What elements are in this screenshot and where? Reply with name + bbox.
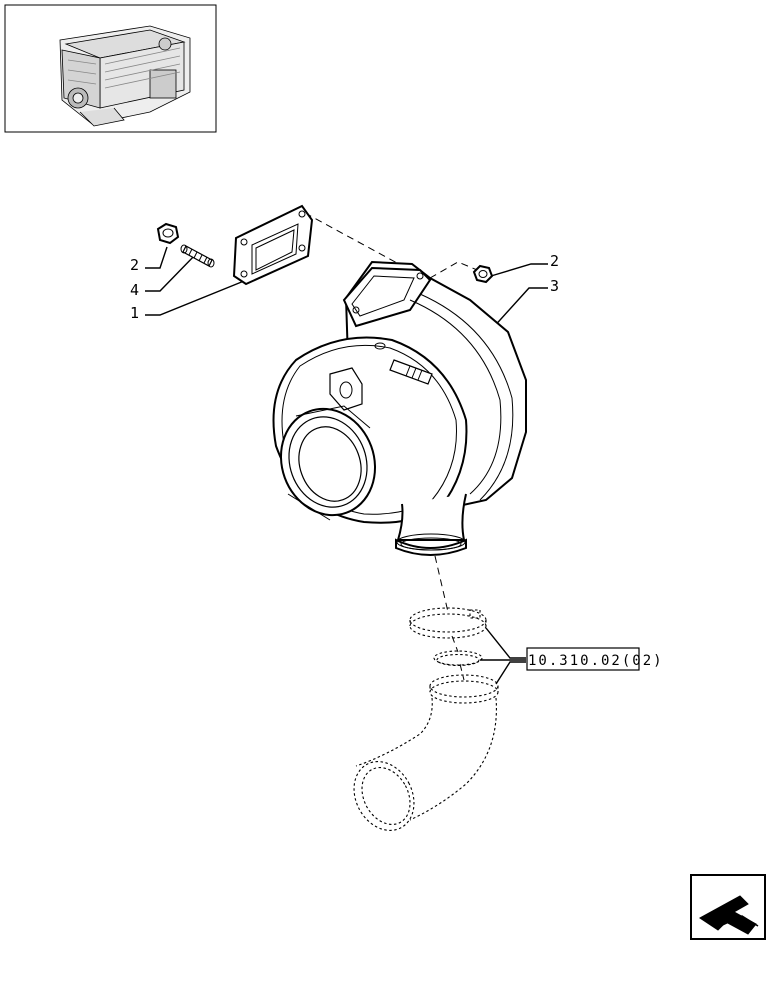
callout-label-gasket: 1 [130,304,139,322]
intake-elbow-pipe[interactable] [342,697,497,841]
callout-gasket: 1 [130,280,245,322]
engine-thumbnail-icon[interactable] [4,4,217,133]
stud[interactable] [180,244,215,268]
callout-label-nut-right: 2 [550,252,559,270]
reference-leader [480,627,526,685]
callout-stud: 4 [130,252,198,299]
reference-box[interactable]: 10.310.02(02) [526,647,664,671]
callout-nut-right: 2 [490,252,559,277]
nut-right[interactable] [472,264,494,284]
gasket[interactable] [232,204,314,286]
callout-nut-left: 2 [130,246,168,274]
callout-label-nut-left: 2 [130,256,139,274]
callout-label-turbocharger: 3 [550,277,559,295]
outlet-clamp-upper[interactable] [409,607,487,639]
assembly-lines [304,212,483,681]
nut-left[interactable] [156,222,180,245]
back-arrow-icon[interactable] [690,874,766,940]
outlet-clamp-lower[interactable] [429,674,499,704]
callout-label-stud: 4 [130,281,139,299]
reference-code: 10.310.02(02) [528,653,664,669]
outlet-o-ring[interactable] [433,650,483,667]
turbocharger[interactable] [266,260,527,556]
callout-turbocharger: 3 [490,277,559,331]
